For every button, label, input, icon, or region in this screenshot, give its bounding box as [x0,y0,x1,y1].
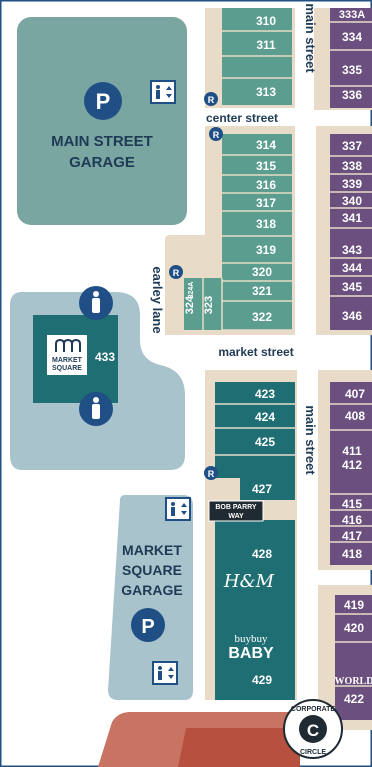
unit-label: 423 [255,387,275,401]
unit-label: 417 [342,529,362,543]
unit-label: 338 [342,159,362,173]
unit-label: 313 [256,85,276,99]
restroom-marker-icon: R [209,127,223,141]
unit-label: 322 [252,310,272,324]
center-street-label: center street [206,111,278,125]
unit-label: 321 [252,284,272,298]
unit-label: 336 [342,88,362,102]
market-street-label: market street [218,345,293,359]
unit-label: 407 [345,387,365,401]
market-square-garage [108,495,193,700]
unit-label: 408 [345,409,365,423]
unit-label: 333A [339,9,365,21]
unit-label: 427 [252,482,272,496]
unit-label: 334 [342,30,362,44]
unit-label: 318 [256,217,276,231]
unit-label: 339 [342,177,362,191]
unit-label: 337 [342,139,362,153]
svg-text:WAY: WAY [228,513,244,520]
unit-label: 422 [344,692,364,706]
parking-icon: P [131,608,165,642]
restroom-marker-icon: R [204,92,218,106]
unit-label: 323 [203,296,215,314]
corporate-circle-logo: C CORPORATE CIRCLE [283,699,343,759]
unit-label: 425 [255,435,275,449]
teal-unit-column [184,8,292,331]
unit-label: 411 [342,444,362,458]
unit-label: 344 [342,261,362,275]
unit-label: 415 [342,497,362,511]
restroom-marker-icon: R [169,265,183,279]
main-street-label-top: main street [303,3,318,73]
person-icon [79,392,113,426]
unit-label: 416 [342,513,362,527]
dark-teal-unit-column [215,382,295,700]
unit-label: 310 [256,14,276,28]
unit-label: 428 [252,547,272,561]
unit-label: 319 [256,243,276,257]
unit-label: 418 [342,547,362,561]
svg-text:R: R [208,469,215,479]
person-icon [79,286,113,320]
elevator-icon [165,497,191,521]
unit-label: 324 [184,295,196,314]
svg-text:P: P [96,89,111,114]
baby-logo: BABY [228,645,274,662]
svg-text:R: R [173,268,180,278]
unit-labels: 310 311 313 314 315 316 317 318 319 320 … [95,9,365,706]
svg-text:R: R [208,95,215,105]
purple-unit-column [330,8,372,720]
main-garage-label-line1: MAIN STREET [51,133,153,150]
unit-label: 343 [342,243,362,257]
hm-logo: H&M [223,571,275,592]
world-logo: WORLD [335,676,372,687]
restroom-marker-icon: R [204,466,218,480]
svg-text:CORPORATE: CORPORATE [291,706,336,713]
market-garage-label-line1: MARKET [122,542,182,558]
unit-label: 412 [342,458,362,472]
market-garage-label-line2: SQUARE [122,562,182,578]
elevator-icon [152,661,178,685]
svg-text:P: P [141,616,154,638]
unit-label: 433 [95,350,115,364]
unit-label: 335 [342,63,362,77]
svg-text:C: C [307,721,319,740]
unit-label: 316 [256,178,276,192]
unit-label: 429 [252,673,272,687]
main-street-garage [17,17,187,225]
earley-lane-label: earley lane [150,266,165,333]
unit-label: 424 [255,410,275,424]
main-garage-label-line2: GARAGE [69,154,135,171]
svg-text:SQUARE: SQUARE [52,365,82,372]
unit-label: 341 [342,211,362,225]
unit-label: 315 [256,159,276,173]
elevator-icon [150,80,176,104]
unit-label: 345 [342,280,362,294]
market-garage-label-line3: GARAGE [121,582,182,598]
main-street-label-mid: main street [303,405,318,475]
buybuy-logo: buybuy [235,633,269,645]
unit-label: 320 [252,265,272,279]
svg-text:BOB PARRY: BOB PARRY [215,504,257,511]
unit-label: 314 [256,138,276,152]
unit-label: 419 [344,598,364,612]
unit-label: 317 [256,196,276,210]
unit-label: 340 [342,194,362,208]
market-square-logo: MARKET SQUARE [47,335,87,375]
unit-label: 324A [188,282,195,299]
unit-label: 311 [256,38,276,52]
parking-icon: P [84,82,122,120]
bottom-brick-area [98,712,300,767]
svg-text:CIRCLE: CIRCLE [300,749,326,756]
unit-label: 346 [342,309,362,323]
unit-label: 420 [344,621,364,635]
svg-text:R: R [213,130,220,140]
bob-parry-way-sign: BOB PARRY WAY [208,500,264,522]
svg-text:MARKET: MARKET [52,357,83,364]
